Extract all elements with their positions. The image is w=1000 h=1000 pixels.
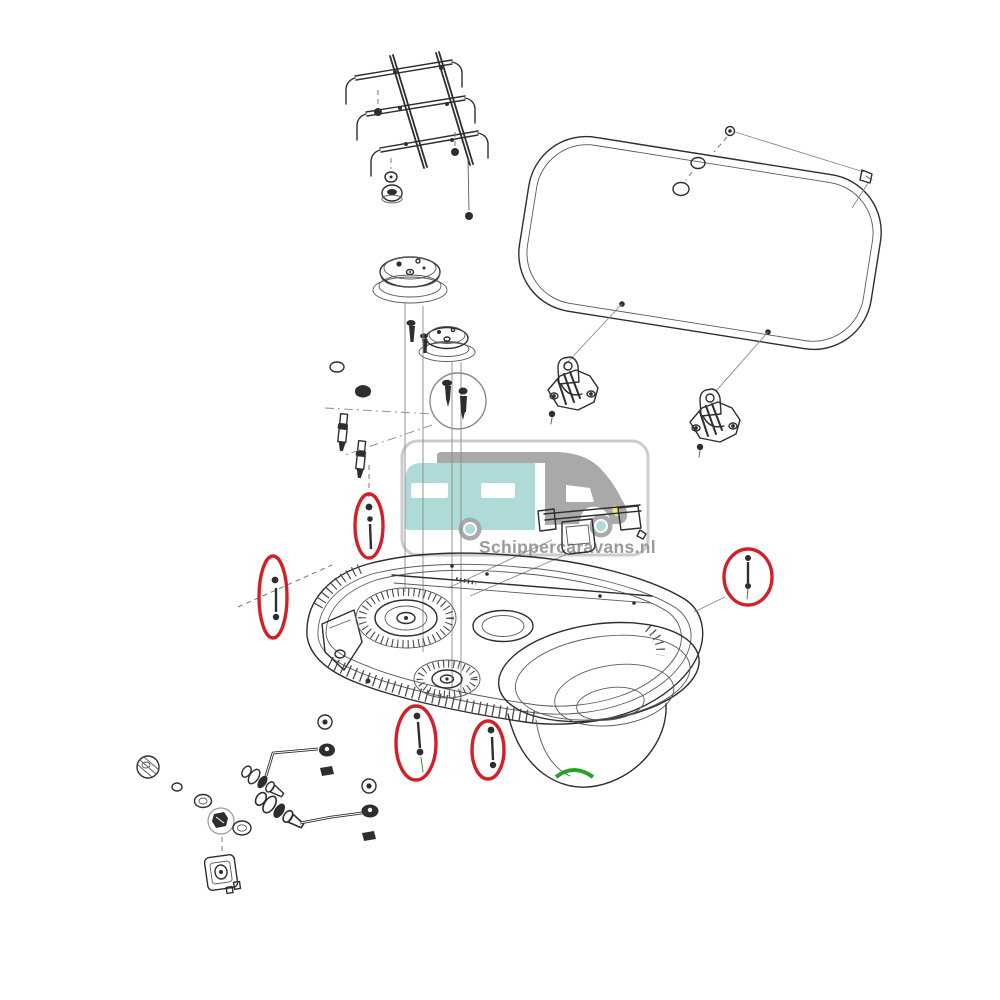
hinge-bracket-rail [447, 504, 647, 597]
glass-lid [518, 125, 882, 392]
burner-recess-large [355, 587, 457, 649]
gas-pipe-1 [264, 714, 335, 777]
watermark-window-2 [481, 483, 515, 498]
sealing-ring-oval [193, 793, 213, 809]
watermark-text: Schippercaravans.nl [479, 537, 656, 557]
pan-support-grid [345, 51, 489, 177]
screw-highlight-4 [394, 704, 438, 782]
nut-detail-balloon [207, 807, 235, 835]
mounting-rail [391, 564, 653, 605]
pipe-nut-1 [320, 766, 334, 776]
lid-grommet [672, 181, 690, 197]
drain-hole [472, 609, 534, 643]
watermark-caravan-body [405, 463, 535, 530]
watermark-cab [437, 452, 628, 525]
screw-highlight-5 [470, 719, 506, 781]
burner-cap-large [372, 256, 448, 304]
lid-hinge-left [547, 356, 599, 411]
hinge-screws [548, 410, 704, 458]
gas-pipe-2 [299, 778, 379, 841]
left-wing-bracket [321, 609, 371, 684]
lid-hinge-right [689, 388, 741, 443]
screw-highlight-1 [353, 492, 385, 560]
micro-switch [203, 854, 242, 895]
watermark-cab-window [566, 485, 594, 502]
green-highlight-arc [554, 768, 595, 779]
screw-detail-balloon [429, 372, 487, 430]
guide-lines [404, 303, 462, 700]
burner-recess-small [413, 659, 481, 699]
watermark-wheel-left [458, 517, 482, 541]
watermark-logo: Schippercaravans.nl [400, 439, 656, 557]
burner-cap-small [418, 326, 476, 362]
watermark-window-1 [411, 483, 448, 498]
sealing-ring-small [171, 782, 183, 792]
sink-hob-basin [306, 552, 704, 788]
watermark-wheel-right [589, 514, 613, 538]
sealing-ring-oval-2 [232, 820, 252, 836]
control-knob-bezel [136, 755, 160, 779]
lid-knob-hole [690, 156, 706, 170]
watermark-frame [400, 439, 650, 557]
gas-jet-1 [241, 765, 285, 798]
screw-highlight-2 [257, 554, 289, 640]
screw-highlight-3 [722, 547, 774, 607]
cap-nut [355, 385, 371, 398]
gas-valve-assembly [136, 714, 379, 895]
highlighted-fasteners [237, 465, 774, 782]
gas-jet-2 [254, 791, 305, 829]
igniter-electrodes [324, 407, 434, 479]
lid-stop-screw [713, 125, 873, 209]
sink-bowl [497, 621, 700, 788]
burner-mounting-screws [406, 320, 428, 353]
pipe-nut-2 [362, 831, 376, 841]
rubber-feet [374, 90, 473, 220]
washer [329, 361, 345, 373]
